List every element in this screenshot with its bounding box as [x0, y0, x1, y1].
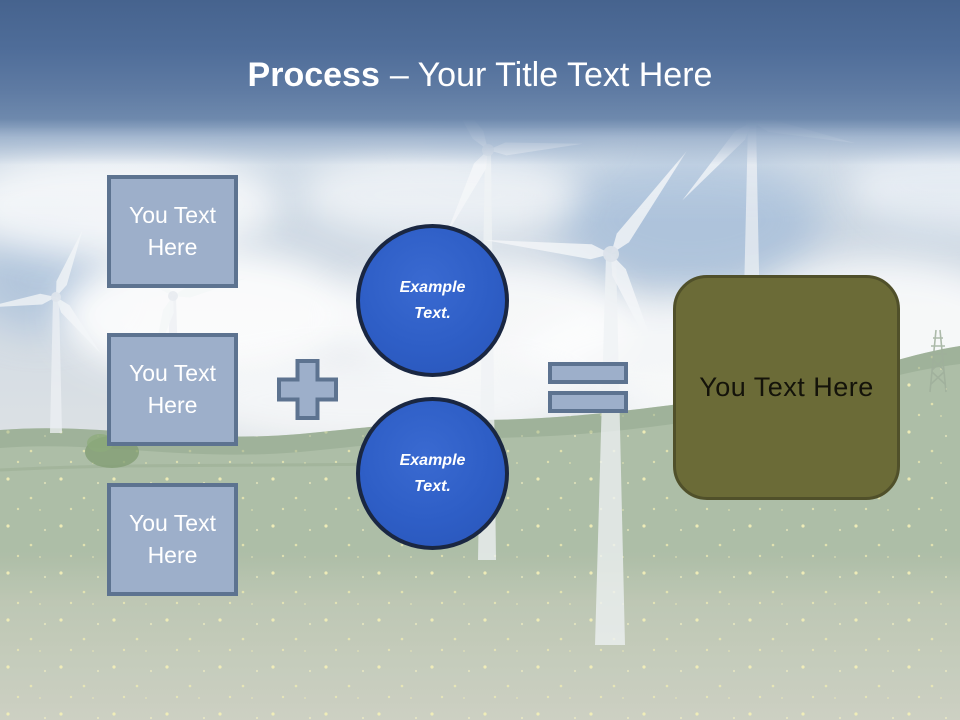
text-box-1[interactable]: You Text Here	[107, 175, 238, 288]
result-box-label: You Text Here	[699, 372, 874, 402]
equals-bar-top	[548, 362, 628, 384]
example-circle-1[interactable]: Example Text.	[356, 224, 509, 377]
plus-icon	[277, 359, 338, 425]
result-box[interactable]: You Text Here	[673, 275, 900, 500]
slide-title: Process– Your Title Text Here	[0, 54, 960, 96]
wind-turbine	[483, 150, 687, 645]
title-keyword: Process	[247, 56, 380, 94]
example-circle-2[interactable]: Example Text.	[356, 397, 509, 550]
text-box-2-label: You Text Here	[129, 360, 216, 418]
title-placeholder: – Your Title Text Here	[389, 56, 713, 94]
power-pylon	[929, 329, 947, 393]
example-circle-1-label: Example Text.	[399, 278, 466, 322]
blue-sky-patch	[560, 150, 820, 290]
equals-bar-bottom	[548, 391, 628, 413]
equals-icon	[548, 362, 628, 420]
header-band	[0, 0, 960, 165]
example-circle-2-label: Example Text.	[399, 451, 466, 495]
wind-turbine	[0, 230, 101, 433]
text-box-3[interactable]: You Text Here	[107, 483, 238, 596]
text-box-3-label: You Text Here	[129, 510, 216, 568]
tree	[87, 434, 113, 452]
text-box-1-label: You Text Here	[129, 202, 216, 260]
text-box-2[interactable]: You Text Here	[107, 333, 238, 446]
